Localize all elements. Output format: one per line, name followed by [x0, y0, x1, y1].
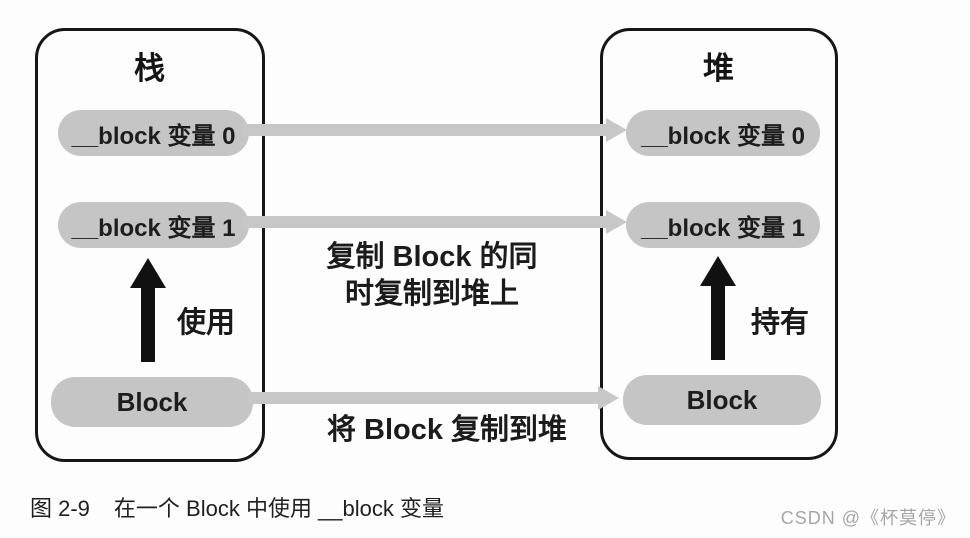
heap-arrow-label: 持有: [751, 307, 810, 339]
figure-number: 图 2-9: [30, 496, 90, 521]
stack-up-arrow-shaft: [141, 286, 155, 362]
connector-arrowhead-icon: [606, 118, 627, 142]
copy-vars-line-1: 复制 Block 的同: [326, 241, 538, 273]
stack-block-pill: Block: [51, 377, 253, 427]
stack-up-arrow-head: [130, 258, 166, 288]
heap-up-arrow-shaft: [711, 284, 725, 360]
connector-arrowhead-icon: [606, 210, 627, 234]
csdn-watermark: CSDN @《杯莫停》: [780, 508, 956, 528]
stack-block-var-0-pill: __block 变量 0: [58, 110, 249, 156]
copy-vars-line-2: 时复制到堆上: [344, 278, 519, 310]
copy-vars-annotation: 复制 Block 的同 时复制到堆上: [282, 239, 582, 313]
heap-block-pill: Block: [623, 375, 821, 425]
heap-block-var-0-pill: __block 变量 0: [626, 110, 820, 156]
heap-up-arrow-head: [700, 256, 736, 286]
stack-block-var-1-pill: __block 变量 1: [58, 202, 249, 248]
figure-caption-text: 在一个 Block 中使用 __block 变量: [113, 496, 444, 521]
stack-arrow-label: 使用: [177, 307, 236, 339]
connector-arrowhead-icon: [598, 386, 619, 410]
copy-block-annotation: 将 Block 复制到堆: [326, 414, 568, 446]
heap-box: 堆 __block 变量 0 __block 变量 1 Block: [600, 28, 838, 460]
stack-box: 栈 __block 变量 0 __block 变量 1 Block: [35, 28, 265, 462]
heap-block-var-1-pill: __block 变量 1: [626, 202, 820, 248]
heap-title: 堆: [703, 51, 735, 86]
stack-title: 栈: [134, 51, 166, 86]
figure-caption: 图 2-9 在一个 Block 中使用 __block 变量: [30, 491, 444, 523]
